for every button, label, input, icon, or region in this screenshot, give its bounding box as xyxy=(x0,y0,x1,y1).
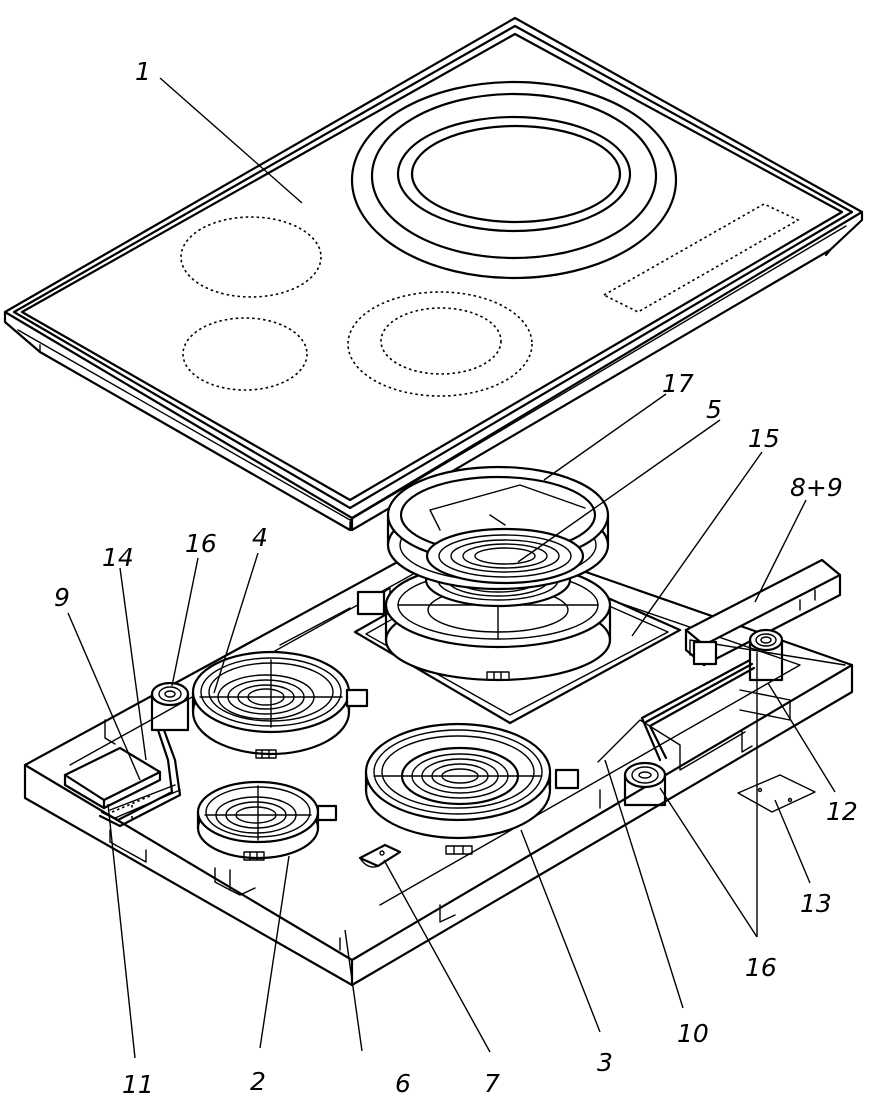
callout-labels: 1 17 5 15 8+9 16 4 14 9 12 13 16 10 3 7 … xyxy=(54,57,858,1099)
glass-ceramic-top-plate xyxy=(3,16,864,532)
label-16-top: 16 xyxy=(185,529,217,558)
label-14: 14 xyxy=(102,543,134,572)
clip-7 xyxy=(358,843,402,868)
label-9: 9 xyxy=(54,583,70,612)
label-3: 3 xyxy=(597,1048,613,1077)
label-1: 1 xyxy=(135,57,151,86)
label-11: 11 xyxy=(122,1070,154,1099)
left-module-9-11-14 xyxy=(63,681,190,828)
leader-lines xyxy=(67,77,836,1059)
label-15: 15 xyxy=(748,424,780,453)
label-12: 12 xyxy=(826,797,858,826)
label-7: 7 xyxy=(484,1069,500,1098)
label-2: 2 xyxy=(250,1067,266,1096)
label-6: 6 xyxy=(395,1069,411,1098)
radiant-heater-3 xyxy=(364,722,580,855)
label-4: 4 xyxy=(252,523,268,552)
induction-inner-coil-5 xyxy=(425,527,585,585)
ribbon-cable-16-right xyxy=(623,628,791,807)
label-5: 5 xyxy=(706,395,722,424)
label-17: 17 xyxy=(662,369,694,398)
base-tray xyxy=(23,526,854,987)
label-13: 13 xyxy=(800,889,832,918)
label-10: 10 xyxy=(677,1019,709,1048)
radiant-heater-2 xyxy=(196,780,338,861)
radiant-heater-4 xyxy=(191,650,369,759)
sensor-plate-13 xyxy=(737,774,816,813)
label-8-9: 8+9 xyxy=(790,473,843,502)
label-16-bottom: 16 xyxy=(745,953,777,982)
